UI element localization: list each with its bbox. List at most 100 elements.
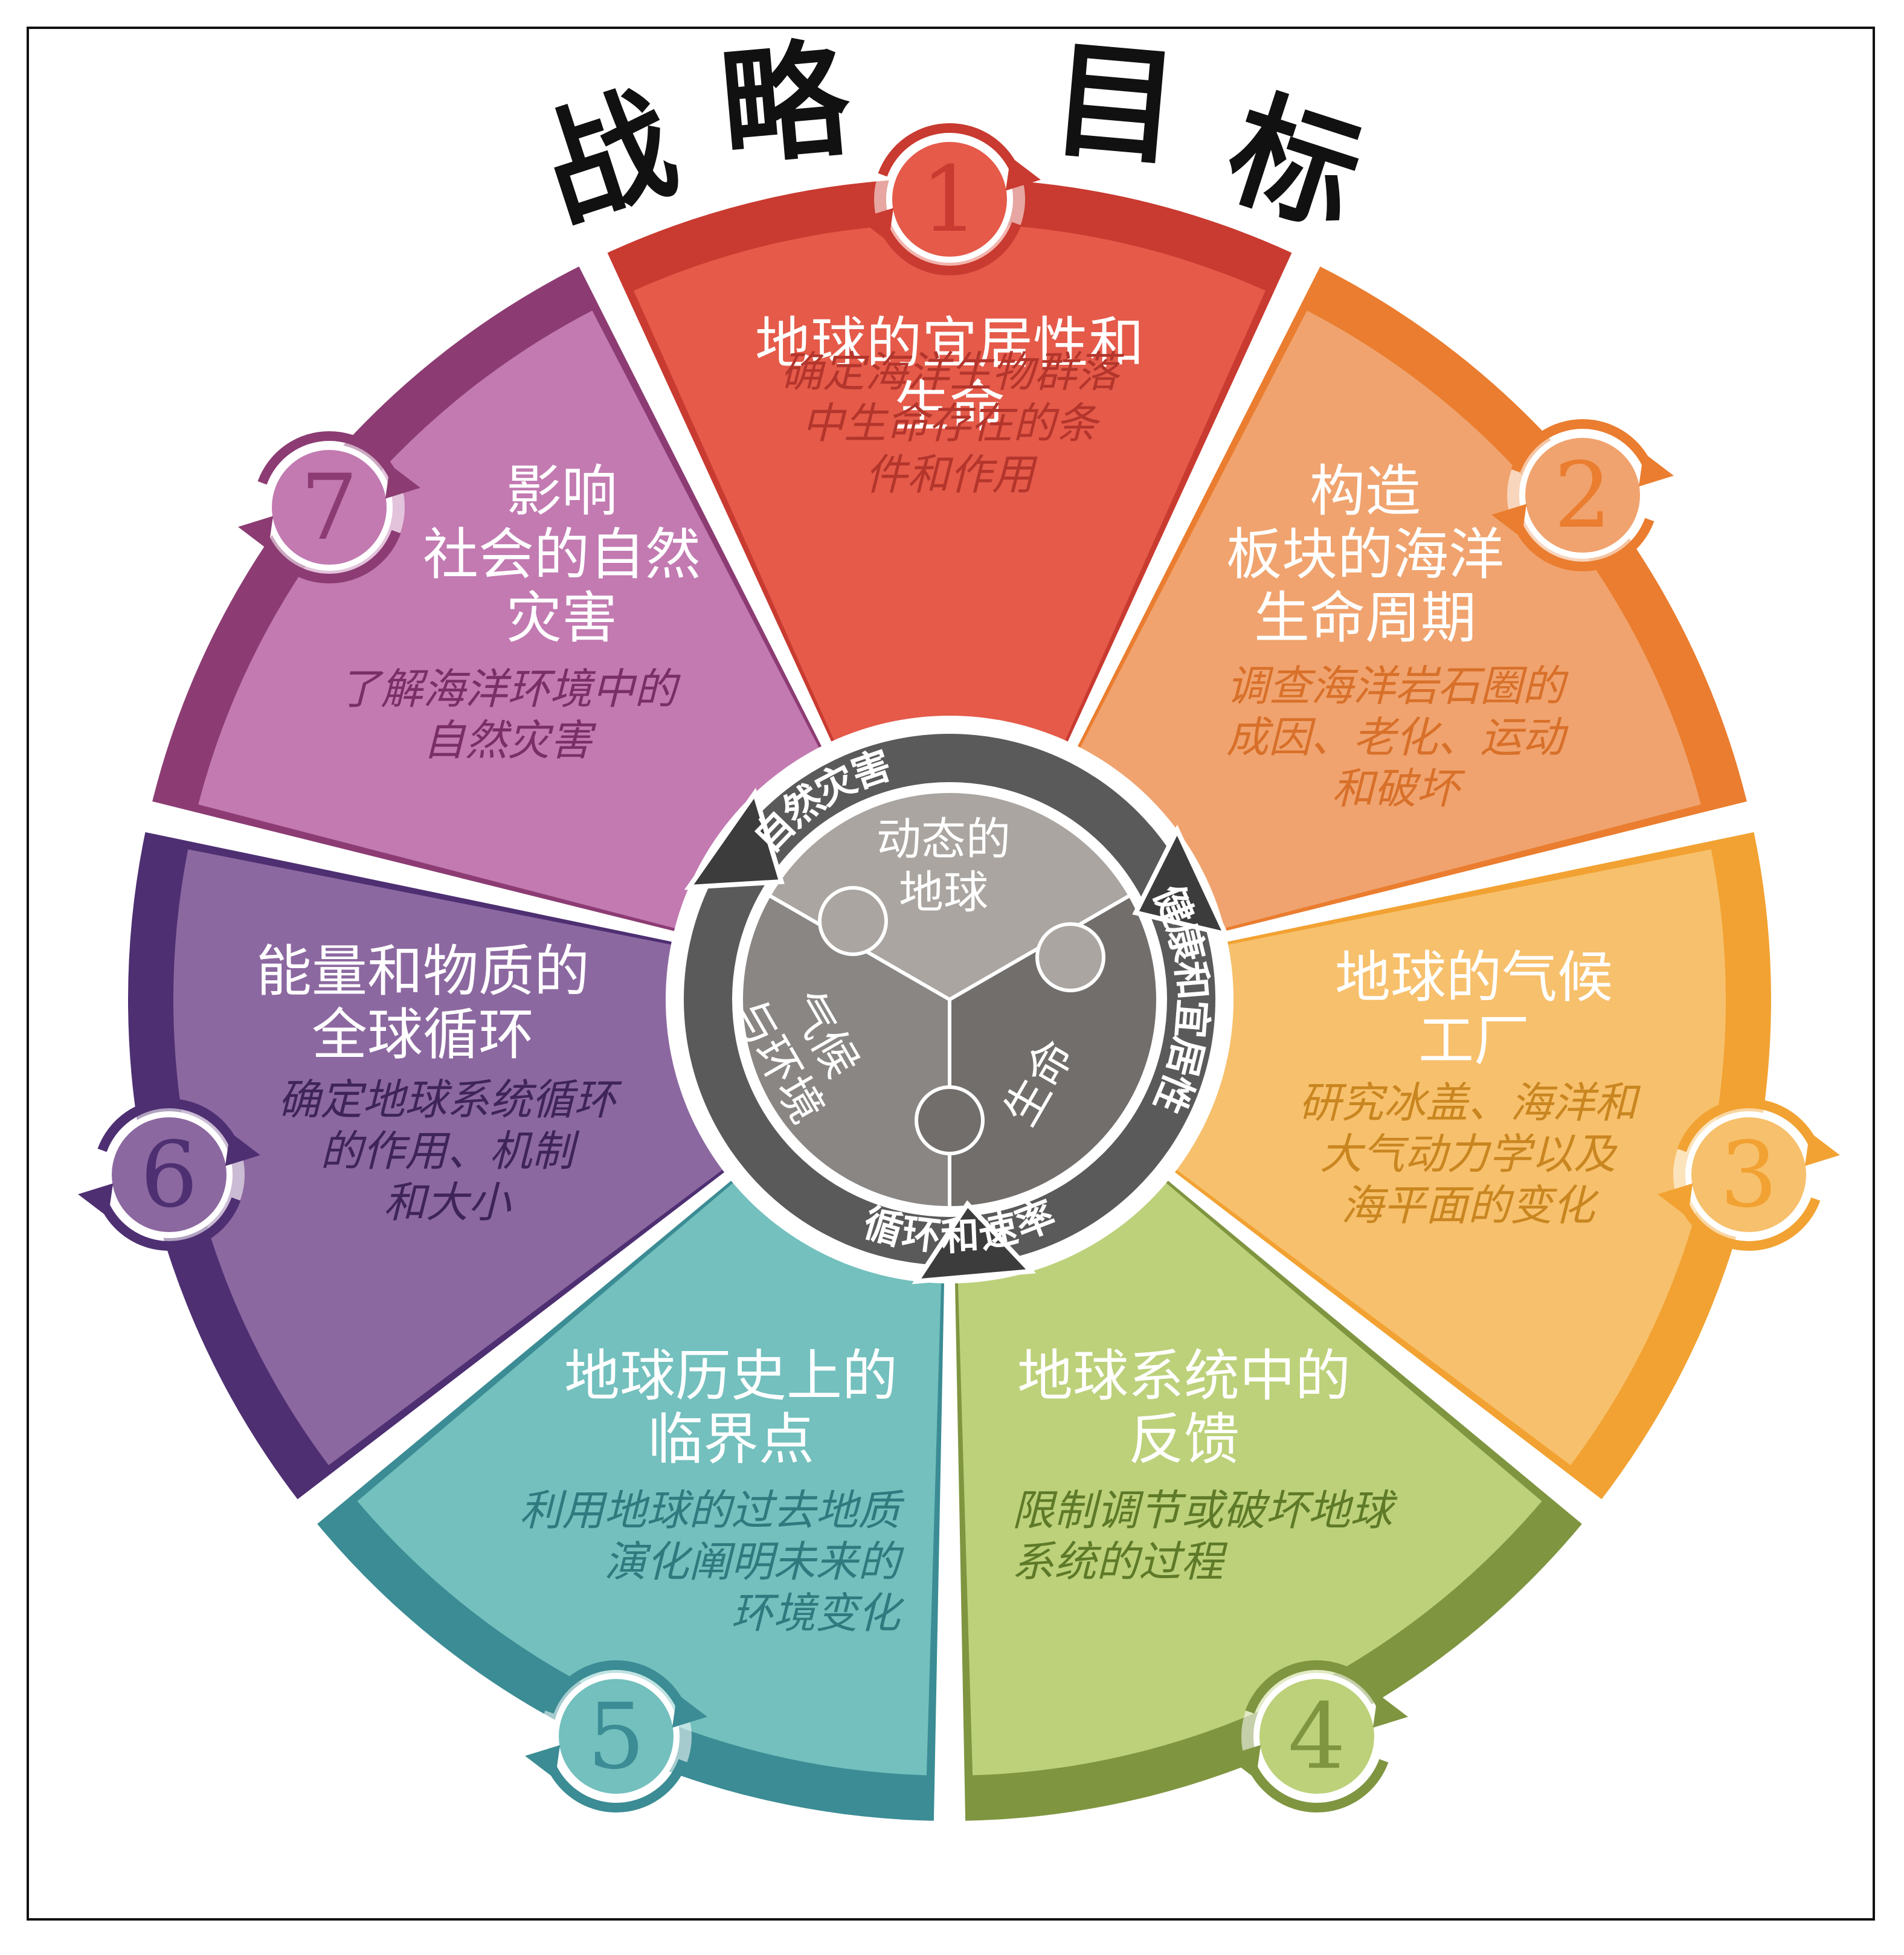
goal-2-desc-line: 成因、老化、运动 [1226,713,1569,762]
badge-disc [1253,1673,1380,1800]
segment-body [173,849,728,1466]
badge-disc [106,1111,233,1238]
puzzle-knob [818,886,888,956]
goal-2-title-line: 生命周期 [1254,586,1476,650]
cycle-arrow-icon [1511,419,1655,473]
goal-5-desc-line: 演化阐明未来的 [604,1537,904,1587]
arrowhead-icon [1638,452,1674,487]
arrowhead-icon [1658,1183,1693,1218]
goal-3-title-line: 工厂 [1418,1009,1529,1073]
goal-1-desc-line: 确定海洋生物群落 [780,347,1125,397]
hub-piece-label-line: 动态的 [876,814,1011,865]
badge-disc [886,136,1013,263]
goal-7-desc-line: 了解海洋环境中的 [338,664,681,714]
cycle-arrow-icon [97,1197,241,1251]
goal-4-desc-line: 限制调节或破坏地球 [1012,1486,1398,1535]
goal-badge-2: 2 [1491,419,1674,571]
goal-number: 7 [300,455,358,560]
cycle-arrow-icon [1245,1660,1389,1714]
title-char-4: 标 [1211,74,1377,254]
badge-disc [1519,432,1646,559]
goal-7-title-line: 灾害 [506,586,617,650]
arrowhead-icon [525,1745,561,1779]
cycle-arrow-icon [1677,1099,1821,1152]
goal-3-desc-line: 研究冰盖、海洋和 [1299,1078,1641,1128]
figure-frame [27,27,1875,1921]
goal-badge-5: 5 [525,1660,707,1812]
cycle-arrow-icon [1511,518,1655,571]
goal-2-desc-line: 和破坏 [1332,764,1465,814]
goal-6-title-line: 能量和物质的 [256,939,590,1004]
cycle-arrow-icon [257,431,401,485]
goal-number: 3 [1720,1123,1777,1228]
puzzle-piece-life [948,893,1160,1210]
goal-7-title-line: 影响 [506,459,617,524]
goal-6-desc-line: 和大小 [384,1178,512,1227]
goal-6-title-line: 全球循环 [312,1003,534,1067]
goal-2-title-line: 板块的海洋 [1226,522,1504,587]
puzzle-knob [1035,922,1105,992]
cycle-arrow-icon [97,1099,241,1152]
cycle-arrow-icon [1677,1197,1821,1251]
goal-1-desc-line: 件和作用 [865,450,1038,499]
goal-number: 5 [587,1684,645,1790]
cycle-arrow-icon [1245,1759,1389,1812]
goal-number: 4 [1288,1684,1345,1790]
arrowhead-icon [672,1693,707,1728]
goal-1-desc-line: 中生命存在的条 [802,399,1101,448]
goal-5-title-line: 临界点 [648,1407,814,1472]
goal-3-title-line: 地球的气候 [1335,945,1613,1010]
goal-7-desc-line: 自然灾害 [423,716,597,765]
goal-4-title-line: 反馈 [1128,1407,1240,1472]
goal-6-desc-line: 确定地球系统循环 [278,1075,622,1125]
goal-badge-6: 6 [78,1099,260,1251]
center-hub: 动态的地球气候与环境生命自然灾害健康和宜居性循环和速率 [666,716,1233,1285]
goal-5-desc-line: 环境变化 [731,1588,905,1638]
cycle-arrow-icon [544,1660,688,1714]
goal-6-desc-line: 的作用、机制 [320,1126,580,1176]
goal-4-title-line: 地球系统中的 [1017,1344,1351,1408]
cycle-arrow-icon [257,530,401,583]
goal-number: 1 [921,147,978,252]
arrowhead-icon [238,516,274,550]
badge-disc [1685,1111,1812,1238]
segment-body [198,310,822,930]
ring-arrowhead-icon [912,1200,1037,1285]
arrowhead-icon [858,208,894,242]
arrowhead-icon [1372,1693,1408,1728]
segment-body [634,223,1266,746]
title-char-1: 战 [526,68,692,248]
goal-number: 2 [1554,443,1611,548]
goal-2-desc-line: 调查海洋岩石圈的 [1226,661,1569,711]
segment-body [1077,310,1701,930]
cycle-arrow-icon [878,222,1021,275]
arrowhead-icon [1005,156,1041,191]
puzzle-piece-dynamic-earth [767,789,1133,1002]
goal-3-desc-line: 海平面的变化 [1341,1181,1600,1230]
goal-2-title-line: 构造 [1310,459,1421,524]
segment-body [957,1179,1542,1776]
arrowhead-icon [385,464,420,499]
goal-badge-4: 4 [1226,1660,1408,1812]
puzzle-piece-climate [739,893,951,1210]
ring-arrowhead-icon [1132,824,1230,938]
goal-7-title-line: 社会的自然 [423,522,701,587]
hub-piece-label-line: 地球 [899,867,988,919]
arrowhead-icon [1491,504,1527,538]
title-char-3: 目 [1046,25,1185,184]
ring-arrowhead-icon [684,788,785,890]
goal-1-title-line: 地球的宜居性和 [755,311,1144,376]
goal-badge-1: 1 [858,123,1041,275]
cycle-arrow-icon [544,1759,688,1812]
goal-badges: 1 2 3 4 5 6 7 [78,123,1840,1812]
arrowhead-icon [225,1132,260,1166]
badge-disc [553,1673,680,1800]
